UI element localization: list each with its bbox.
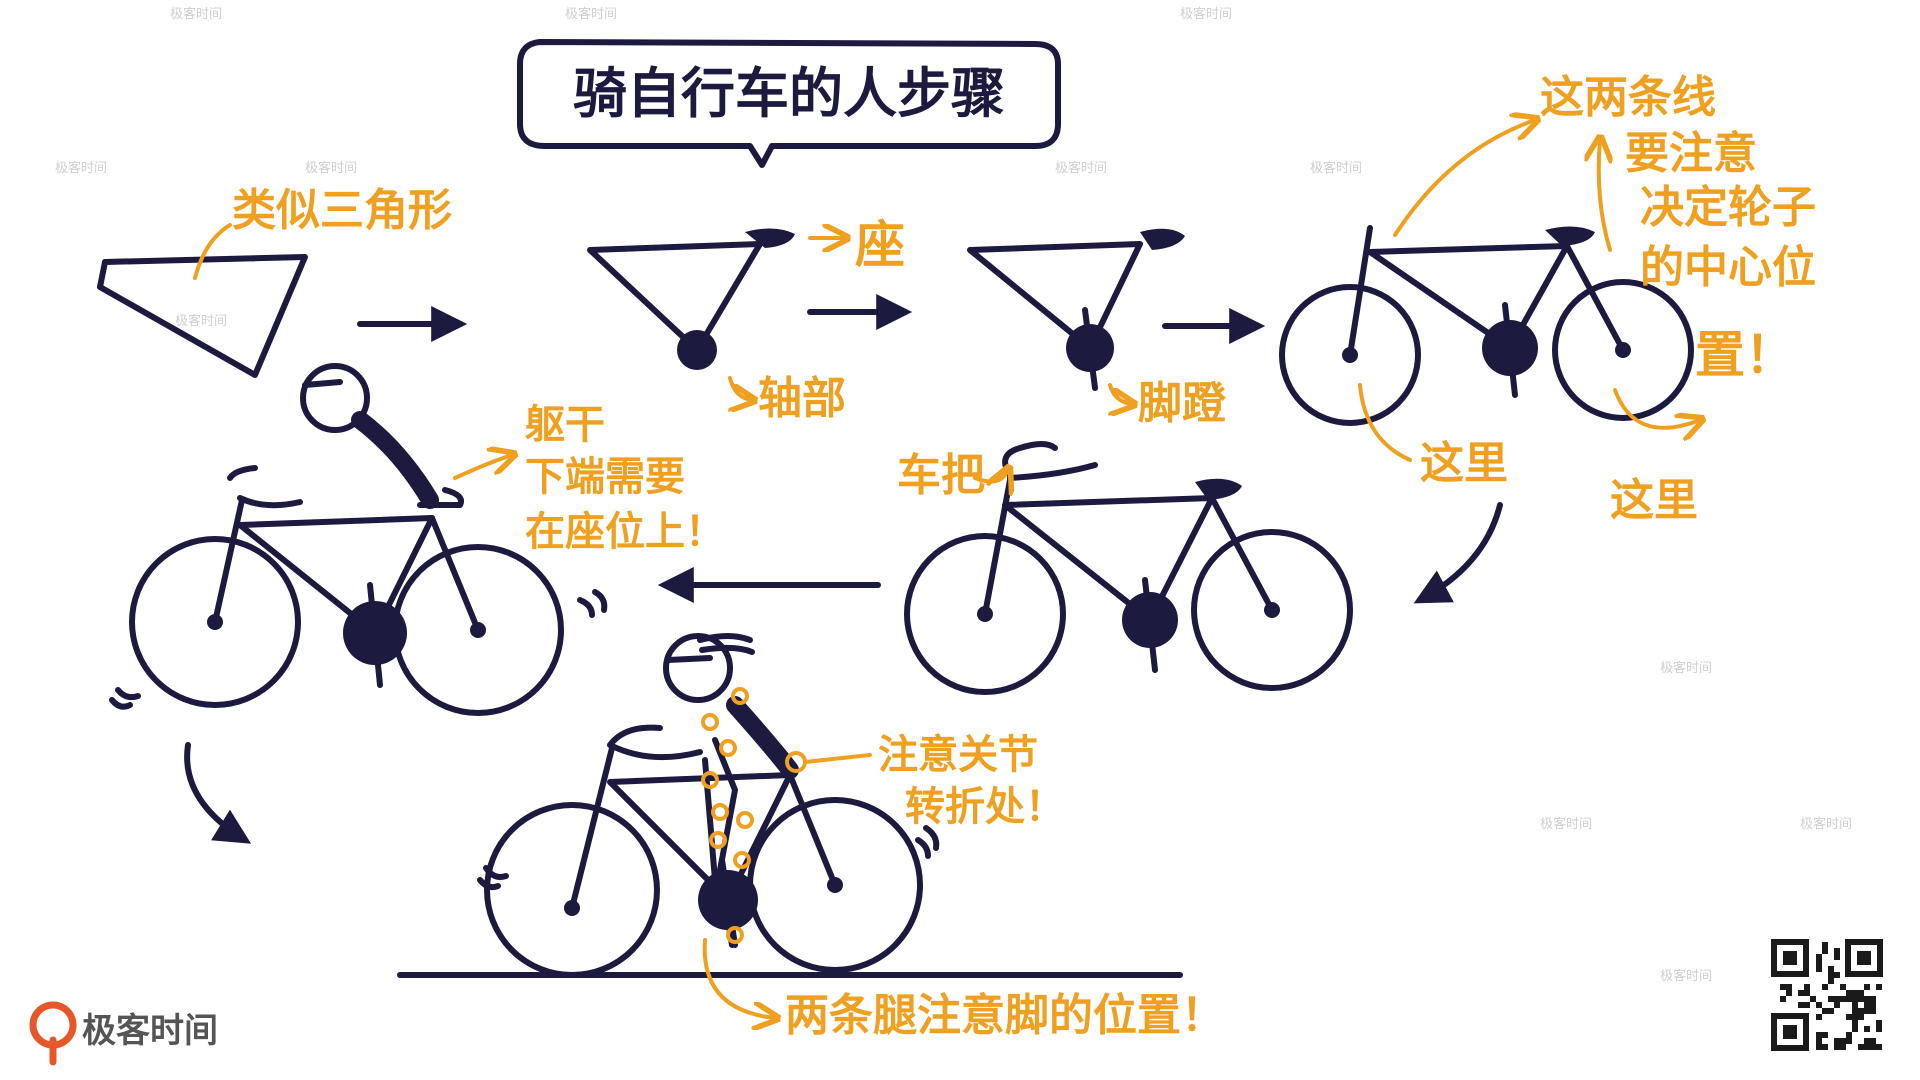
- line-note: 这两条线: [1540, 72, 1716, 123]
- step-wheels: 这两条线 要注意 决定轮子 的中心位 置！ 这里 这里: [1279, 72, 1816, 604]
- wheel-note-2: 的中心位: [1640, 242, 1816, 293]
- watermark-layer: 极客时间 极客时间 极客时间 极客时间 极客时间 极客时间 极客时间 极客时间 …: [55, 6, 1852, 984]
- step-pedals: 脚蹬: [967, 228, 1266, 429]
- torso-note-2: 下端需要: [525, 454, 685, 500]
- watermark: 极客时间: [55, 160, 107, 176]
- watermark: 极客时间: [1660, 968, 1712, 984]
- step-seat-axle: 座 轴部: [587, 216, 913, 424]
- step-triangle: 类似三角形: [97, 185, 468, 378]
- legs-note: 两条腿注意脚的位置！: [785, 990, 1225, 1041]
- here-left: 这里: [1420, 438, 1508, 489]
- watermark: 极客时间: [565, 6, 617, 22]
- watermark: 极客时间: [1540, 816, 1592, 832]
- handlebar-note: 车把: [897, 450, 985, 501]
- pedal-note: 脚蹬: [1138, 378, 1227, 429]
- joint-note-2: 转折处！: [905, 784, 1065, 830]
- line-note-2: 要注意: [1625, 128, 1757, 179]
- watermark: 极客时间: [1180, 6, 1232, 22]
- torso-note-3: 在座位上！: [525, 509, 725, 555]
- title-bubble: 骑自行车的人步骤: [517, 39, 1061, 168]
- qr-code-icon: [1771, 939, 1883, 1051]
- step-torso: 躯干 下端需要 在座位上！: [109, 363, 725, 844]
- logo-text: 极客时间: [82, 1011, 218, 1051]
- geektime-logo: 极客时间: [29, 1001, 218, 1066]
- triangle-note: 类似三角形: [232, 185, 452, 236]
- watermark: 极客时间: [175, 313, 227, 329]
- step-handlebar: 车把: [657, 441, 1353, 695]
- watermark: 极客时间: [1055, 160, 1107, 176]
- watermark: 极客时间: [1800, 816, 1852, 832]
- axle-note: 轴部: [758, 373, 846, 424]
- geektime-logo-icon: [29, 1001, 77, 1066]
- watermark: 极客时间: [1660, 660, 1712, 676]
- here-right: 这里: [1610, 475, 1698, 526]
- watermark: 极客时间: [170, 6, 222, 22]
- torso-note: 躯干: [525, 402, 605, 448]
- wheel-note: 决定轮子: [1640, 182, 1816, 233]
- joint-note: 注意关节: [878, 732, 1038, 778]
- step-final-rider: 注意关节 转折处！ 两条腿注意脚的位置！: [397, 633, 1225, 1041]
- seat-note: 座: [855, 216, 905, 274]
- watermark: 极客时间: [305, 160, 357, 176]
- page-title: 骑自行车的人步骤: [573, 62, 1005, 125]
- wheel-note-3: 置！: [1695, 326, 1795, 384]
- watermark: 极客时间: [1310, 160, 1362, 176]
